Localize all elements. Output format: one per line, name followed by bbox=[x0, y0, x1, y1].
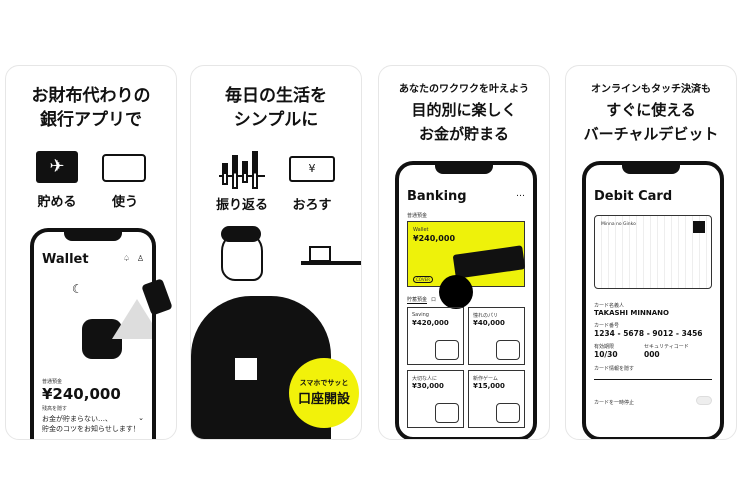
account-label: 普通預金 bbox=[42, 379, 63, 385]
goal-card[interactable]: 憧れのパリ¥40,000 bbox=[468, 307, 525, 365]
screenshot-panel-simple: 毎日の生活をシンプルに ¥ 振り返る おろす スマホでサッと 口座開設 bbox=[190, 65, 362, 440]
goal-card[interactable]: 新作ゲーム¥15,000 bbox=[468, 370, 525, 428]
tip-text: 貯金のコツをお知らせします！ bbox=[42, 425, 140, 433]
phone-mockup: Banking … 普通預金 Wallet ¥240,000 COVER 貯蓄預… bbox=[395, 161, 537, 439]
goal-amount: ¥15,000 bbox=[473, 382, 505, 390]
cvc-label: セキュリティコード bbox=[644, 344, 689, 350]
card-brand-logo bbox=[693, 221, 705, 233]
cvc: 000 bbox=[644, 350, 660, 359]
badge-title: 口座開設 bbox=[297, 392, 350, 407]
goal-illustration bbox=[496, 340, 520, 360]
screen-title: Banking bbox=[407, 189, 467, 204]
holder-name: TAKASHI MINNANO bbox=[594, 309, 669, 317]
chevron-down-icon[interactable]: ⌄ bbox=[138, 414, 144, 422]
wallet-card[interactable]: Wallet ¥240,000 COVER bbox=[407, 221, 526, 287]
wallet-illustration bbox=[452, 245, 526, 279]
banknote-icon: ¥ bbox=[289, 156, 335, 182]
screen-title: Wallet bbox=[42, 252, 89, 267]
expiry-label: 有効期限 bbox=[594, 344, 615, 350]
pause-card-toggle[interactable] bbox=[696, 396, 712, 405]
goal-name: 大切な人に bbox=[412, 376, 438, 382]
balance: ¥240,000 bbox=[42, 385, 121, 403]
icon-label: おろす bbox=[292, 198, 332, 213]
goal-illustration bbox=[435, 403, 459, 423]
hide-balance-link[interactable]: 残高を隠す bbox=[42, 406, 68, 412]
goal-amount: ¥40,000 bbox=[473, 319, 505, 327]
black-dot bbox=[439, 275, 473, 309]
subheadline: オンラインもタッチ決済も bbox=[591, 84, 711, 95]
headline: 毎日の生活をシンプルに bbox=[225, 86, 327, 130]
phone-mockup: Debit Card Minna no Ginko カード名義人 TAKASHI… bbox=[582, 161, 724, 439]
headline: お財布代わりの銀行アプリで bbox=[31, 86, 151, 130]
icon-label: 使う bbox=[111, 195, 138, 210]
cover-button[interactable]: COVER bbox=[413, 276, 433, 283]
goal-amount: ¥30,000 bbox=[412, 382, 444, 390]
chart-icon bbox=[219, 151, 265, 189]
more-icon[interactable]: … bbox=[516, 189, 525, 199]
icon-label: 貯める bbox=[37, 195, 77, 210]
wallet-label: Wallet bbox=[413, 227, 429, 233]
hide-card-info-link[interactable]: カード情報を隠す bbox=[594, 366, 635, 372]
goal-name: Saving bbox=[412, 312, 429, 318]
goal-card[interactable]: 大切な人に¥30,000 bbox=[407, 370, 464, 428]
divider bbox=[594, 379, 712, 380]
expiry: 10/30 bbox=[594, 350, 618, 359]
wallet-plane-icon: ✈ bbox=[36, 151, 78, 183]
open-account-badge[interactable]: スマホでサッと 口座開設 bbox=[289, 358, 359, 428]
goal-name: 新作ゲーム bbox=[473, 376, 498, 382]
bell-icon[interactable]: ♤ bbox=[122, 254, 130, 263]
goal-illustration bbox=[435, 340, 459, 360]
account-label: 普通預金 bbox=[407, 213, 428, 219]
user-icon[interactable]: ♙ bbox=[136, 254, 144, 263]
goal-illustration bbox=[496, 403, 520, 423]
headline: すぐに使えるバーチャルデビット bbox=[583, 101, 719, 143]
tab-savings[interactable]: 貯蓄預金 bbox=[407, 297, 428, 304]
goal-name: 憧れのパリ bbox=[473, 313, 499, 319]
screenshot-panel-banking: あなたのワクワクを叶えよう 目的別に楽しくお金が貯まる Banking … 普通… bbox=[378, 65, 550, 440]
screen-title: Debit Card bbox=[594, 189, 673, 204]
goal-amount: ¥420,000 bbox=[412, 319, 449, 327]
screenshot-panel-wallet: お財布代わりの銀行アプリで ✈ 貯める 使う Wallet ♤ ♙ ☾ 普通預金… bbox=[5, 65, 177, 440]
tip-text: お金が貯まらない…、 bbox=[42, 415, 112, 423]
screenshot-panel-debit: オンラインもタッチ決済も すぐに使えるバーチャルデビット Debit Card … bbox=[565, 65, 737, 440]
goal-card[interactable]: Saving¥420,000 bbox=[407, 307, 464, 365]
debit-card-image: Minna no Ginko bbox=[594, 215, 712, 289]
camping-illustration: ☾ bbox=[42, 274, 152, 374]
pause-card-label: カードを一時停止 bbox=[594, 400, 635, 406]
tab-other[interactable]: ロ bbox=[431, 297, 437, 303]
headline: 目的別に楽しくお金が貯まる bbox=[411, 101, 517, 143]
card-icon bbox=[102, 154, 146, 182]
holder-label: カード名義人 bbox=[594, 303, 625, 309]
bank-name: Minna no Ginko bbox=[601, 222, 636, 227]
wallet-balance: ¥240,000 bbox=[413, 234, 456, 243]
subheadline: あなたのワクワクを叶えよう bbox=[399, 84, 529, 95]
phone-mockup: Wallet ♤ ♙ ☾ 普通預金 ¥240,000 残高を隠す お金が貯まらな… bbox=[30, 228, 156, 439]
card-number: 1234 - 5678 - 9012 - 3456 bbox=[594, 329, 703, 338]
icon-label: 振り返る bbox=[215, 198, 268, 213]
number-label: カード番号 bbox=[594, 323, 620, 329]
badge-text: スマホでサッと bbox=[299, 379, 349, 387]
